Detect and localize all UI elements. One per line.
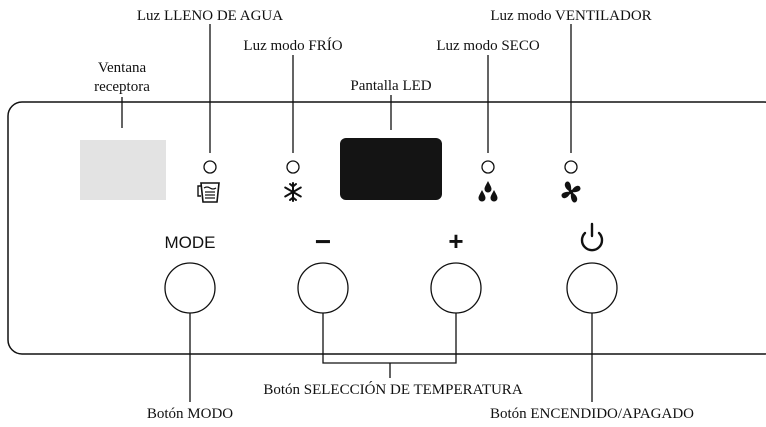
power-icon [580, 222, 604, 252]
mode-button-callout-label: Botón MODO [147, 406, 233, 422]
fan-mode-indicator-light [564, 160, 578, 174]
receiver-window-label-line2: receptora [94, 79, 150, 95]
plus-symbol: + [448, 226, 463, 256]
led-display [340, 138, 442, 200]
water-tank-icon [197, 182, 220, 203]
cold-mode-light-label: Luz modo FRÍO [243, 37, 342, 54]
dry-mode-light-label: Luz modo SECO [436, 38, 539, 54]
temperature-buttons-label: Botón SELECCIÓN DE TEMPERATURA [263, 381, 522, 398]
fan-icon [561, 181, 581, 203]
cold-mode-indicator-light [286, 160, 300, 174]
water-drops-icon [478, 181, 498, 202]
water-full-light-label: Luz LLENO DE AGUA [137, 8, 283, 24]
power-button-callout-label: Botón ENCENDIDO/APAGADO [490, 406, 694, 422]
minus-symbol: − [315, 226, 331, 257]
mode-button-label: MODE [165, 233, 216, 252]
snowflake-icon [284, 182, 302, 202]
fan-mode-light-label: Luz modo VENTILADOR [490, 8, 651, 24]
receiver-window-label-line1: Ventana [98, 60, 147, 76]
dry-mode-indicator-light [481, 160, 495, 174]
led-display-label: Pantalla LED [350, 78, 431, 94]
receiver-window [80, 140, 166, 200]
water-full-indicator-light [203, 160, 217, 174]
